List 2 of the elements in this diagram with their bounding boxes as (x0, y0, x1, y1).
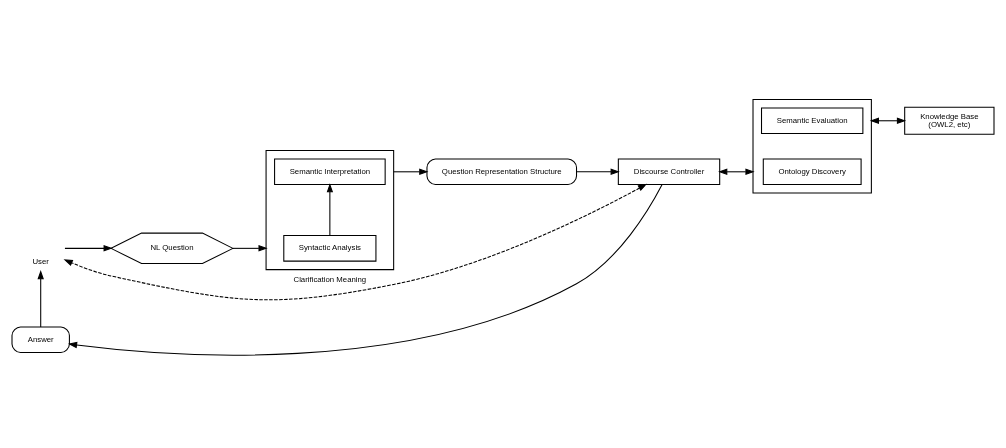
node-text: User (32, 256, 49, 266)
edge-label: Clarification Meaning (293, 274, 367, 284)
